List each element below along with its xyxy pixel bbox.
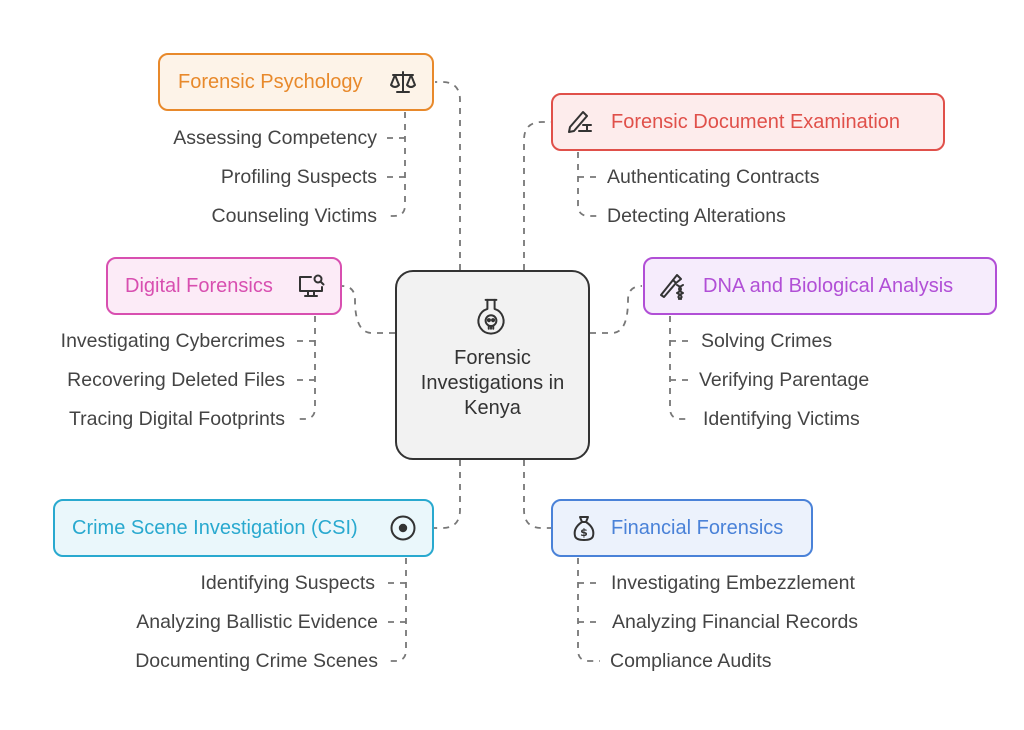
list-item: Solving Crimes [701, 330, 833, 352]
branch-dna-biological-analysis[interactable]: DNA and Biological Analysis [643, 257, 997, 315]
list-item: Tracing Digital Footprints [68, 408, 285, 430]
list-item: Assessing Competency [173, 127, 377, 149]
branch-title: Crime Scene Investigation (CSI) [72, 516, 358, 539]
branch-title: DNA and Biological Analysis [703, 274, 954, 297]
list-item: Investigating Cybercrimes [60, 330, 285, 352]
list-item: Compliance Audits [610, 650, 772, 672]
dna-pipette-icon [655, 269, 689, 303]
branch-title: Financial Forensics [611, 516, 784, 539]
list-item: Identifying Victims [703, 408, 860, 430]
branch-title: Forensic Psychology [178, 70, 363, 93]
computer-search-icon [294, 269, 328, 303]
branch-financial-forensics[interactable]: $ Financial Forensics [551, 499, 813, 557]
pen-document-icon [563, 105, 597, 139]
list-item: Analyzing Financial Records [612, 611, 859, 633]
list-item: Profiling Suspects [220, 166, 377, 188]
list-item: Counseling Victims [211, 205, 377, 227]
branch-crime-scene-investigation[interactable]: Crime Scene Investigation (CSI) [53, 499, 434, 557]
list-item: Recovering Deleted Files [67, 369, 285, 391]
central-topic[interactable]: Forensic Investigations in Kenya [395, 270, 590, 460]
branch-forensic-document-examination[interactable]: Forensic Document Examination [551, 93, 945, 151]
list-item: Investigating Embezzlement [611, 572, 855, 594]
list-item: Documenting Crime Scenes [135, 650, 378, 672]
branch-forensic-psychology[interactable]: Forensic Psychology [158, 53, 434, 111]
target-icon [386, 511, 420, 545]
poison-flask-skull-icon [473, 296, 513, 340]
list-item: Detecting Alterations [607, 205, 786, 227]
list-item: Verifying Parentage [699, 369, 870, 391]
list-item: Authenticating Contracts [607, 166, 820, 188]
svg-text:$: $ [580, 526, 588, 539]
branch-title: Digital Forensics [125, 274, 273, 297]
money-bag-icon: $ [567, 511, 601, 545]
central-topic-title: Forensic Investigations in Kenya [420, 347, 565, 419]
branch-title: Forensic Document Examination [611, 110, 901, 133]
list-item: Analyzing Ballistic Evidence [136, 611, 378, 633]
list-item: Identifying Suspects [200, 572, 375, 594]
branch-digital-forensics[interactable]: Digital Forensics [106, 257, 342, 315]
scales-icon [386, 65, 420, 99]
